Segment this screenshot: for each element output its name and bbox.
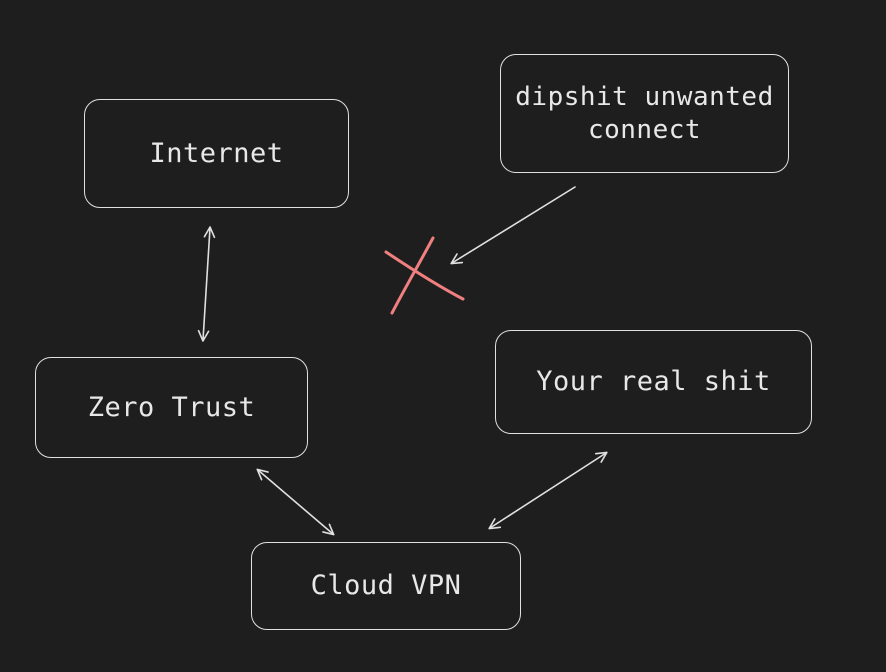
blocked-x-mark	[384, 236, 465, 315]
node-internet: Internet	[84, 99, 349, 208]
node-cloud-vpn: Cloud VPN	[251, 542, 521, 630]
node-cloud-vpn-label: Cloud VPN	[310, 570, 462, 602]
node-unwanted-connect: dipshit unwanted connect	[500, 54, 789, 173]
node-your-real-shit-label: Your real shit	[536, 366, 771, 398]
node-unwanted-connect-label: dipshit unwanted connect	[515, 82, 774, 145]
arrow-internet-zero-trust	[197, 226, 216, 342]
node-internet-label: Internet	[149, 137, 284, 169]
arrow-zero-trust-cloud-vpn	[256, 468, 335, 536]
arrow-cloud-vpn-real	[488, 451, 608, 530]
arrow-unwanted-connect	[450, 186, 576, 265]
node-your-real-shit: Your real shit	[495, 330, 812, 434]
node-zero-trust: Zero Trust	[35, 357, 308, 458]
node-zero-trust-label: Zero Trust	[87, 391, 256, 423]
